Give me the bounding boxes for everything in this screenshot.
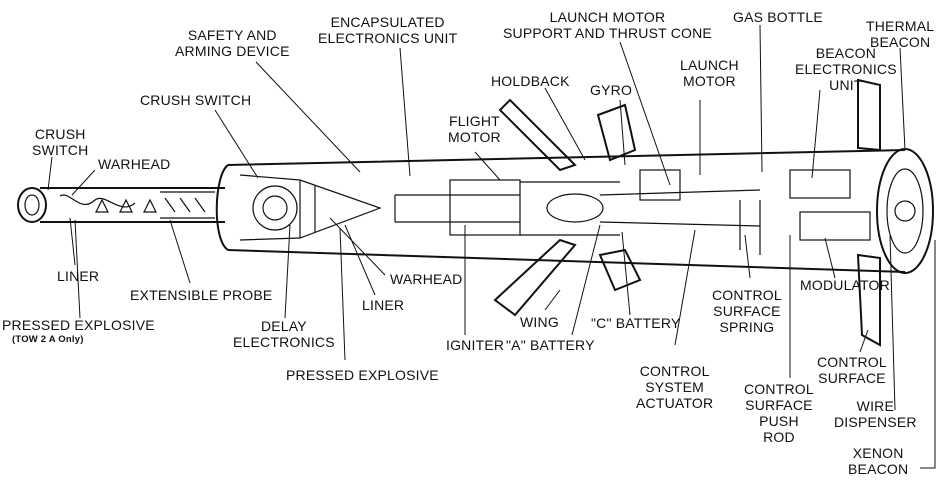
label-c-battery: "C" BATTERY [591,315,681,331]
label-liner-left: LINER [57,268,100,284]
label-crush-switch-probe: CRUSH SWITCH [32,126,89,158]
label-pressed-explosive-main: PRESSED EXPLOSIVE [286,367,439,383]
label-control-surface-spring: CONTROL SURFACE SPRING [712,287,782,335]
label-wire-dispenser: WIRE DISPENSER [834,398,917,430]
label-warhead-probe: WARHEAD [98,156,171,172]
label-igniter: IGNITER [446,337,505,353]
label-launch-motor-support: LAUNCH MOTOR SUPPORT AND THRUST CONE [503,9,712,41]
label-liner-main: LINER [362,297,405,313]
label-warhead-main: WARHEAD [390,271,463,287]
label-thermal-beacon: THERMAL BEACON [866,18,935,50]
label-gyro: GYRO [590,82,633,98]
label-pressed-explosive-left: PRESSED EXPLOSIVE [2,317,155,333]
label-flight-motor: FLIGHT MOTOR [448,113,501,145]
label-control-surface-push-rod: CONTROL SURFACE PUSH ROD [744,381,814,445]
label-holdback: HOLDBACK [491,73,570,89]
label-delay-electronics: DELAY ELECTRONICS [233,318,335,350]
leader-lines [47,24,936,469]
label-control-surface: CONTROL SURFACE [817,354,887,386]
label-crush-switch: CRUSH SWITCH [140,92,252,108]
missile-body-drawing [215,78,934,347]
label-control-system-actuator: CONTROL SYSTEM ACTUATOR [636,363,714,411]
label-extensible-probe: EXTENSIBLE PROBE [130,287,273,303]
label-encapsulated-electronics-unit: ENCAPSULATED ELECTRONICS UNIT [318,14,458,46]
label-wing: WING [520,314,559,330]
label-launch-motor: LAUNCH MOTOR [680,57,739,89]
label-modulator: MODULATOR [800,277,890,293]
extensible-probe-drawing [17,187,225,223]
label-gas-bottle: GAS BOTTLE [733,9,823,25]
label-xenon-beacon: XENON BEACON [848,445,909,477]
label-a-battery: "A" BATTERY [506,337,595,353]
label-beacon-electronics-unit: BEACON ELECTRONICS UNIT [795,45,897,93]
label-safety-arming-device: SAFETY AND ARMING DEVICE [175,27,290,59]
label-tow-2a-note: (TOW 2 A Only) [12,334,84,345]
